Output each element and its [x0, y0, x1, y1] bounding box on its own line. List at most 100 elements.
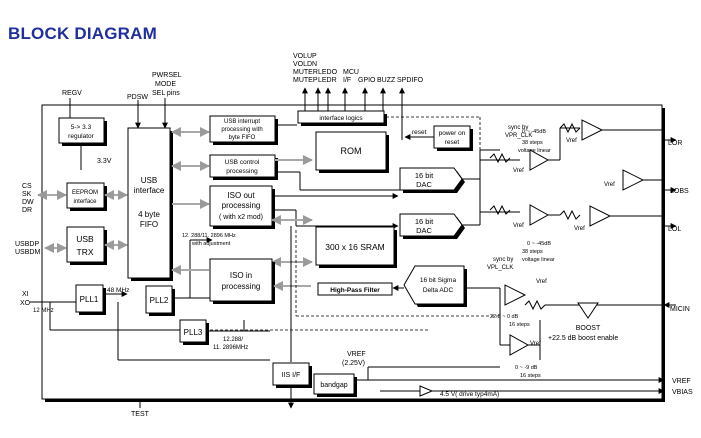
label-vref-m2: Vref: [530, 341, 541, 347]
svg-text:VOLDN: VOLDN: [293, 61, 317, 68]
interface-logics-label: interface logics: [319, 115, 363, 122]
svg-text:MUTEP: MUTEP: [293, 77, 318, 84]
amp-left-2: [589, 205, 612, 227]
power-reset-label-2: reset: [445, 139, 460, 146]
power-reset-label: power on: [439, 130, 466, 137]
rom-block: [315, 131, 387, 171]
label-3v3: 3.3V: [97, 158, 112, 165]
svg-text:I/F: I/F: [343, 77, 351, 84]
label-drive: 4.5 V( drive typ4mA): [440, 391, 499, 398]
usb-trx-label-2: TRX: [77, 247, 94, 257]
usb-control-label-2: processing: [226, 168, 258, 175]
pin-vbias: VBIAS: [672, 389, 693, 396]
pin-mcu-group: MCU I/F: [343, 69, 359, 84]
dac-right-label: 16 bit: [415, 171, 434, 180]
pin-led-group: LEDO LEDR: [318, 69, 338, 84]
pin-gpio: GPIO: [358, 77, 376, 84]
pin-lol: LOL: [668, 226, 681, 233]
iso-out-label-2: processing: [222, 201, 261, 210]
pin-regv: REGV: [62, 90, 82, 97]
label-pll3-freq-2: 11. 2896MHz: [213, 345, 248, 351]
amp-right-1: [529, 149, 550, 171]
dac-right-block: [399, 167, 465, 193]
pin-usb-group: USBDP USBDM: [15, 241, 40, 256]
mic-amp-1: [504, 284, 527, 306]
label-mic-gain: 22.5 ~ 0 dB: [490, 314, 519, 320]
iso-in-label: ISO in: [230, 271, 252, 280]
bandgap-label: bandgap: [320, 382, 347, 389]
svg-text:VOLUP: VOLUP: [293, 53, 317, 60]
svg-text:XO: XO: [20, 300, 31, 307]
pin-xtal-group: XI XO: [20, 291, 31, 307]
usb-interrupt-label: USB interrupt: [224, 119, 260, 125]
label-att-r: 0 ~ -45dB: [522, 129, 546, 135]
boost-label: BOOST: [576, 325, 601, 332]
label-vref-r2: Vref: [566, 138, 577, 144]
label-att-l: 0 ~ -45dB: [527, 241, 551, 247]
usb-fifo-label-4: FIFO: [140, 220, 158, 229]
label-steps-r: 38 steps: [522, 140, 543, 146]
eeprom-label-2: interface: [73, 199, 97, 205]
page-title: BLOCK DIAGRAM: [8, 24, 157, 43]
svg-text:LEDR: LEDR: [318, 77, 337, 84]
iso-out-block: [209, 185, 273, 227]
usb-control-label: USB control: [225, 159, 260, 166]
high-pass-filter-label: High-Pass Filter: [330, 287, 380, 294]
label-sync-l-2: VPL_CLK: [487, 265, 513, 271]
label-vref-225-2: (2.25V): [342, 360, 365, 367]
rom-label: ROM: [341, 146, 362, 156]
regulator-block: [58, 117, 105, 144]
label-mic-gain-2: 16 steps: [509, 322, 530, 328]
amp-left-1: [529, 204, 550, 226]
svg-text:DW: DW: [22, 199, 34, 206]
bandgap-block: [313, 373, 355, 395]
pin-buzz: BUZZ: [377, 77, 396, 84]
usb-fifo-label-2: interface: [134, 186, 165, 195]
usb-fifo-label-3: 4 byte: [138, 210, 160, 219]
label-vref-l2: Vref: [574, 226, 585, 232]
svg-text:CS: CS: [22, 183, 32, 190]
label-freq-adj-2: with adjustment: [191, 241, 231, 247]
dac-left-label: 16 bit: [415, 217, 434, 226]
adc-block: [403, 265, 467, 307]
pin-pwrsel-group: PWRSEL MODE SEL pins: [152, 72, 182, 97]
iso-in-label-2: processing: [222, 282, 261, 291]
label-vref-r1: Vref: [513, 168, 524, 174]
label-boost-note: +22.5 dB boost enable: [548, 335, 618, 342]
iso-out-label: ISO out: [227, 191, 255, 200]
interface-logics-block: [297, 110, 385, 124]
eeprom-label: EEPROM: [72, 190, 98, 196]
usb-interrupt-label-3: byte FIFO: [229, 135, 256, 141]
label-vref-225: VREF: [347, 351, 366, 358]
label-steps-l: 38 steps: [522, 249, 543, 255]
svg-text:USBDP: USBDP: [15, 241, 39, 248]
sram-label: 300 x 16 SRAM: [325, 242, 385, 252]
label-sync-r-2: VPR_CLK: [505, 133, 532, 139]
label-vref-l1: Vref: [513, 223, 524, 229]
svg-text:SEL pins: SEL pins: [152, 90, 180, 97]
label-pll3-freq: 12.288/: [223, 337, 243, 343]
svg-text:MODE: MODE: [155, 81, 176, 88]
pll1-block: [75, 284, 104, 313]
regulator-label: 5-> 3.3: [71, 124, 92, 131]
regulator-label-2: regulator: [68, 133, 94, 140]
label-vref-m1: Vref: [536, 279, 547, 285]
label-mic-gain2-2: 16 steps: [520, 373, 541, 379]
pin-vref: VREF: [672, 378, 691, 385]
dac-left-label-2: DAC: [416, 226, 432, 235]
svg-text:SK: SK: [22, 191, 32, 198]
label-12mhz: 12 MHz: [33, 308, 54, 314]
pll3-label: PLL3: [184, 328, 203, 337]
boost-amp: [577, 302, 599, 319]
usb-fifo-label: USB: [141, 176, 157, 185]
adc-label: 16 bit Sigma: [420, 277, 457, 284]
label-steps-r-2: voltage linear: [518, 148, 551, 154]
pin-test: TEST: [131, 411, 150, 418]
pin-vol-mute-group: VOLUP VOLDN MUTER MUTEP: [293, 53, 318, 84]
svg-text:PWRSEL: PWRSEL: [152, 72, 182, 79]
amp-lobs: [622, 169, 645, 191]
amp-right-2: [581, 119, 604, 141]
eeprom-interface-block: [66, 182, 105, 209]
pin-lobs: LOBS: [670, 188, 689, 195]
